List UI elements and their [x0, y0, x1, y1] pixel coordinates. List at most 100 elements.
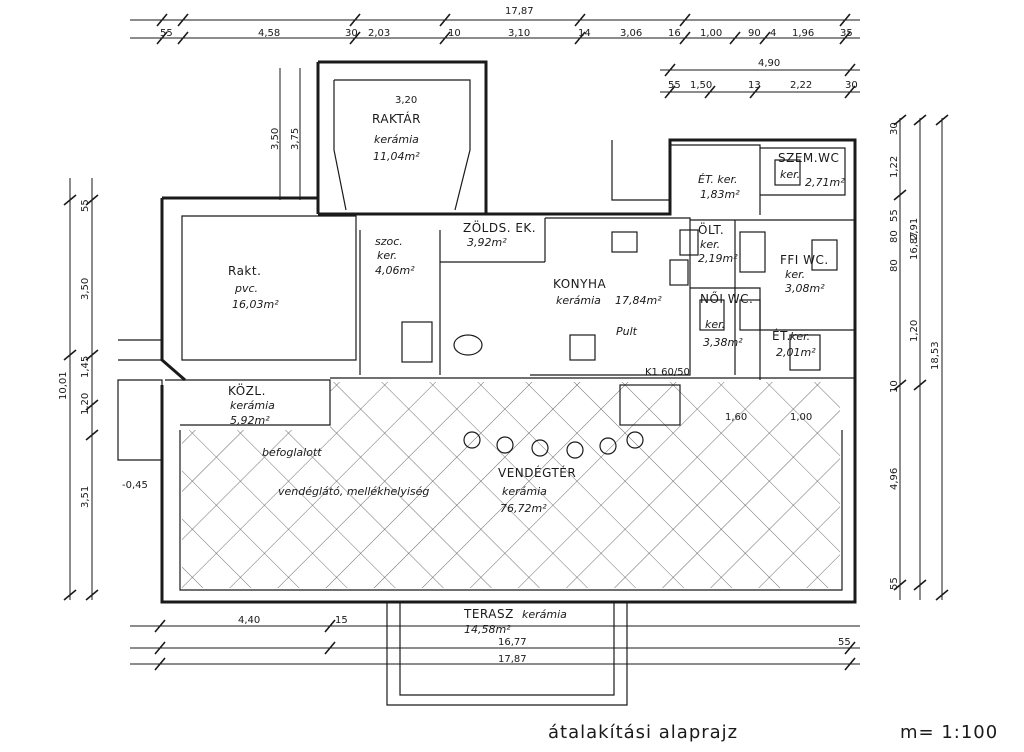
dim-right-8: 4,96 [889, 468, 900, 490]
room-et-upper-area: 1,83m² [700, 188, 740, 201]
dim-right-5: 80 [889, 259, 900, 272]
room-olt-floor: ker. [700, 238, 720, 251]
raktar-depth-dimensions: 3,50 3,75 [270, 128, 301, 150]
dim-right-row3-0: 55 [668, 80, 681, 91]
room-terasz-name: TERASZ [463, 607, 514, 621]
room-zolds-name: ZÖLDS. EK. [463, 219, 536, 235]
room-raktar-area: 11,04m² [373, 150, 420, 163]
dim-raktar-width: 3,20 [395, 95, 417, 106]
dim-left-3: 1,45 [80, 356, 91, 378]
room-kozl-floor: kerámia [230, 399, 275, 412]
dim-right-7: 1,20 [909, 320, 920, 342]
lounge-note: befoglalott [262, 446, 322, 459]
lounge-upper-hatch [330, 382, 840, 430]
room-et-lower-name: ÉT. [772, 328, 791, 343]
dim-right-4: 80 [889, 230, 900, 243]
dim-top-4: 10 [448, 28, 461, 39]
room-raktar-name: RAKTÁR [372, 111, 421, 126]
room-kozl-area: 5,92m² [230, 414, 270, 427]
dim-right-row3-2: 13 [748, 80, 761, 91]
room-terasz-floor: kerámia [522, 608, 567, 621]
annotations: befoglalott vendéglátó, mellékhelyiség P… [122, 325, 638, 498]
room-ffi-wc-name: FFI WC. [780, 253, 829, 267]
dim-left-4: 1,20 [80, 393, 91, 415]
dim-right-1: 1,22 [889, 156, 900, 178]
room-szem-wc-area: 2,71m² [805, 176, 845, 189]
dim-bottom-4: 17,87 [498, 654, 527, 665]
room-konyha-area: 17,84m² [615, 294, 662, 307]
dim-bottom-5: 55 [838, 637, 851, 648]
dim-right-3: 2,91 [909, 218, 920, 240]
dim-right-9: 55 [889, 577, 900, 590]
dim-top-3: 2,03 [368, 28, 390, 39]
room-noi-wc-name: NŐI WC. [700, 291, 753, 306]
room-vendegter-floor: kerámia [502, 485, 547, 498]
room-terasz-area: 14,58m² [464, 623, 511, 636]
dimension-lines [63, 13, 949, 671]
room-konyha-floor: kerámia [556, 294, 601, 307]
room-raktar-floor: kerámia [374, 133, 419, 146]
dim-misc-2: 1,00 [790, 412, 812, 423]
room-szoc-floor: ker. [377, 249, 397, 262]
dim-right-10: 16,87 [909, 231, 920, 260]
room-et-lower-floor: ker. [790, 330, 810, 343]
room-ffi-wc-floor: ker. [785, 268, 805, 281]
dim-left-2: 10,01 [58, 371, 69, 400]
room-konyha-name: KONYHA [553, 277, 606, 291]
room-olt-name: ÖLT. [698, 221, 724, 237]
dimension-texts: 17,87 4,90 3,20 4,40 15 16,77 17,87 55 1… [238, 6, 851, 665]
dim-top-9: 1,00 [700, 28, 722, 39]
dim-right-0: 30 [889, 122, 900, 135]
room-rakt-name: Rakt. [228, 264, 261, 278]
dim-top-2: 30 [345, 28, 358, 39]
dim-right-row3-1: 1,50 [690, 80, 712, 91]
dim-left-0: 55 [80, 199, 91, 212]
dim-top-8: 16 [668, 28, 681, 39]
dim-top-12: 1,96 [792, 28, 814, 39]
dim-misc-5: K1 60/50 [645, 367, 690, 378]
dim-top-7: 3,06 [620, 28, 642, 39]
dim-top-total: 17,87 [505, 6, 534, 17]
level-mark: -0,45 [122, 480, 148, 491]
room-noi-wc-floor: ker. [705, 318, 725, 331]
dim-raktar-depth-1: 3,75 [290, 128, 301, 150]
room-olt-area: 2,19m² [698, 252, 738, 265]
dim-bottom-1: 4,40 [238, 615, 260, 626]
dim-right-11: 18,53 [930, 341, 941, 370]
lounge-floor-hatch [182, 430, 840, 588]
dim-right-row3-3: 2,22 [790, 80, 812, 91]
room-vendegter-area: 76,72m² [500, 502, 547, 515]
room-labels: RAKTÁR kerámia 11,04m² Rakt. pvc. 16,03m… [228, 111, 845, 636]
caption-scale: m= 1:100 [900, 722, 998, 743]
bar-note: Pult [616, 325, 638, 338]
dim-bottom-3: 16,77 [498, 637, 527, 648]
room-szoc-area: 4,06m² [375, 264, 415, 277]
dim-right-6: 10 [889, 380, 900, 393]
room-szem-wc-floor: ker. [780, 168, 800, 181]
room-ffi-wc-area: 3,08m² [785, 282, 825, 295]
room-zolds-area: 3,92m² [467, 236, 507, 249]
caption-title: átalakítási alaprajz [548, 722, 738, 743]
lounge-note-2: vendéglátó, mellékhelyiség [278, 485, 429, 498]
walls [117, 60, 857, 706]
dim-top-6: 14 [578, 28, 591, 39]
dim-top-5: 3,10 [508, 28, 530, 39]
furniture [401, 159, 838, 459]
dim-top-13: 35 [840, 28, 853, 39]
caption: átalakítási alaprajz m= 1:100 [548, 722, 998, 743]
dim-top-11: 4 [770, 28, 776, 39]
room-kozl-name: KÖZL. [228, 382, 266, 398]
room-szem-wc-name: SZEM.WC [778, 151, 839, 165]
dim-left-1: 3,50 [80, 278, 91, 300]
dim-bottom-2: 15 [335, 615, 348, 626]
room-et-lower-area: 2,01m² [776, 346, 816, 359]
dim-right-row3-4: 30 [845, 80, 858, 91]
dim-raktar-depth-0: 3,50 [270, 128, 281, 150]
room-vendegter-name: VENDÉGTÉR [498, 465, 576, 480]
dim-misc-1: 1,60 [725, 412, 747, 423]
dim-top-0: 55 [160, 28, 173, 39]
right-row3-dimensions: 55 1,50 13 2,22 30 [668, 80, 858, 91]
